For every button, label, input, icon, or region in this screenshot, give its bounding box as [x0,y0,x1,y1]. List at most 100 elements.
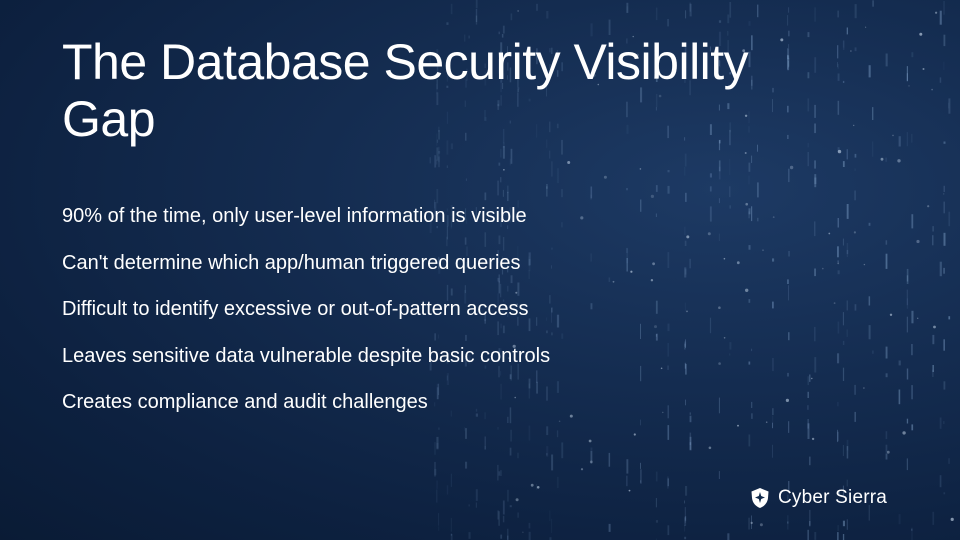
data-stream-dash [590,194,592,201]
data-stream-dash [509,158,511,166]
data-stream-dash [510,13,513,21]
data-stream-dash [837,62,838,68]
data-stream-dash [626,459,629,474]
data-stream-dot [723,257,726,260]
data-stream-dash [685,192,687,202]
data-stream-dash [814,57,817,73]
data-stream-dash [846,519,848,530]
data-stream-dash [837,270,840,275]
data-stream-dash [484,436,486,450]
data-stream-dash [787,521,789,524]
data-stream-dash [854,384,856,395]
data-stream-dash [788,168,790,183]
data-stream-dash [787,55,790,71]
data-stream-dash [436,489,438,503]
data-stream-dash [689,412,691,415]
data-stream-dash [748,208,751,215]
data-stream-dash [640,323,641,339]
data-stream-dash [502,25,505,34]
data-stream-dash [685,10,687,19]
data-stream-dash [787,134,789,139]
data-stream-dot [628,489,631,492]
data-stream-dash [561,333,564,339]
data-stream-dot [785,398,790,402]
data-stream-dash [507,528,509,540]
data-stream-dash [872,107,874,120]
data-stream-dash [787,515,789,530]
data-stream-dash [807,98,810,112]
data-stream-dash [718,160,721,172]
data-stream-dash [497,464,499,481]
data-stream-dot [917,317,919,319]
data-stream-dash [502,500,505,515]
data-stream-dash [528,522,531,529]
data-stream-dash [684,302,686,312]
data-stream-dash [846,329,848,337]
data-stream-dash [932,511,935,525]
data-stream-dot [686,235,690,239]
data-stream-dash [436,147,439,161]
data-stream-dash [807,423,810,439]
data-stream-dash [854,47,857,52]
data-stream-dot [654,325,657,329]
data-stream-dash [608,452,611,467]
data-stream-dash [536,3,538,11]
data-stream-dash [757,182,759,198]
data-stream-dash [500,534,503,539]
data-stream-dash [546,186,548,197]
data-stream-dash [468,504,470,507]
data-stream-dot [765,421,768,424]
data-stream-dash [729,342,732,350]
data-stream-dash [842,340,845,345]
data-stream-dash [748,175,750,185]
data-stream-dash [556,314,560,328]
data-stream-dash [943,34,946,47]
data-stream-dash [751,206,753,222]
data-stream-dash [943,185,945,192]
data-stream-dash [551,307,552,323]
data-stream-dash [667,323,670,332]
data-stream-dash [837,100,840,115]
data-stream-dash [684,153,687,167]
data-stream-dash [809,509,811,526]
data-stream-dash [939,261,942,277]
data-stream-dash [684,525,686,532]
data-stream-dash [438,526,440,531]
data-stream-dash [809,456,811,466]
data-stream-dash [846,27,848,35]
data-stream-dash [561,189,563,198]
data-stream-dash [842,520,845,527]
data-stream-dash [718,471,720,479]
data-stream-dash [939,77,942,83]
data-stream-dash [561,442,564,459]
data-stream-dash [868,325,871,340]
data-stream-dash [854,153,857,158]
data-stream-dash [684,343,686,350]
data-stream-dash [788,30,790,37]
data-stream-dash [509,447,512,456]
data-stream-dash [507,191,509,202]
data-stream-dash [814,174,817,188]
bullet-item: Leaves sensitive data vulnerable despite… [62,344,551,367]
data-stream-dash [551,454,554,471]
data-stream-dash [872,0,874,7]
data-stream-dash [842,445,844,456]
data-stream-dash [556,168,559,184]
data-stream-dash [689,436,692,451]
data-stream-dash [626,475,628,487]
data-stream-dash [590,451,593,464]
data-stream-dot [744,152,747,154]
data-stream-dash [556,430,559,438]
data-stream-dash [510,148,513,164]
data-stream-dash [551,332,553,336]
data-stream-dash [911,344,913,356]
data-stream-dash [450,533,452,536]
data-stream-dot [686,310,688,313]
data-stream-dash [450,534,453,540]
data-stream-dash [436,480,438,489]
data-stream-dash [772,444,773,458]
data-stream-dash [608,19,611,35]
data-stream-dash [842,534,845,540]
data-stream-dash [787,372,789,377]
data-stream-dash [655,471,658,482]
